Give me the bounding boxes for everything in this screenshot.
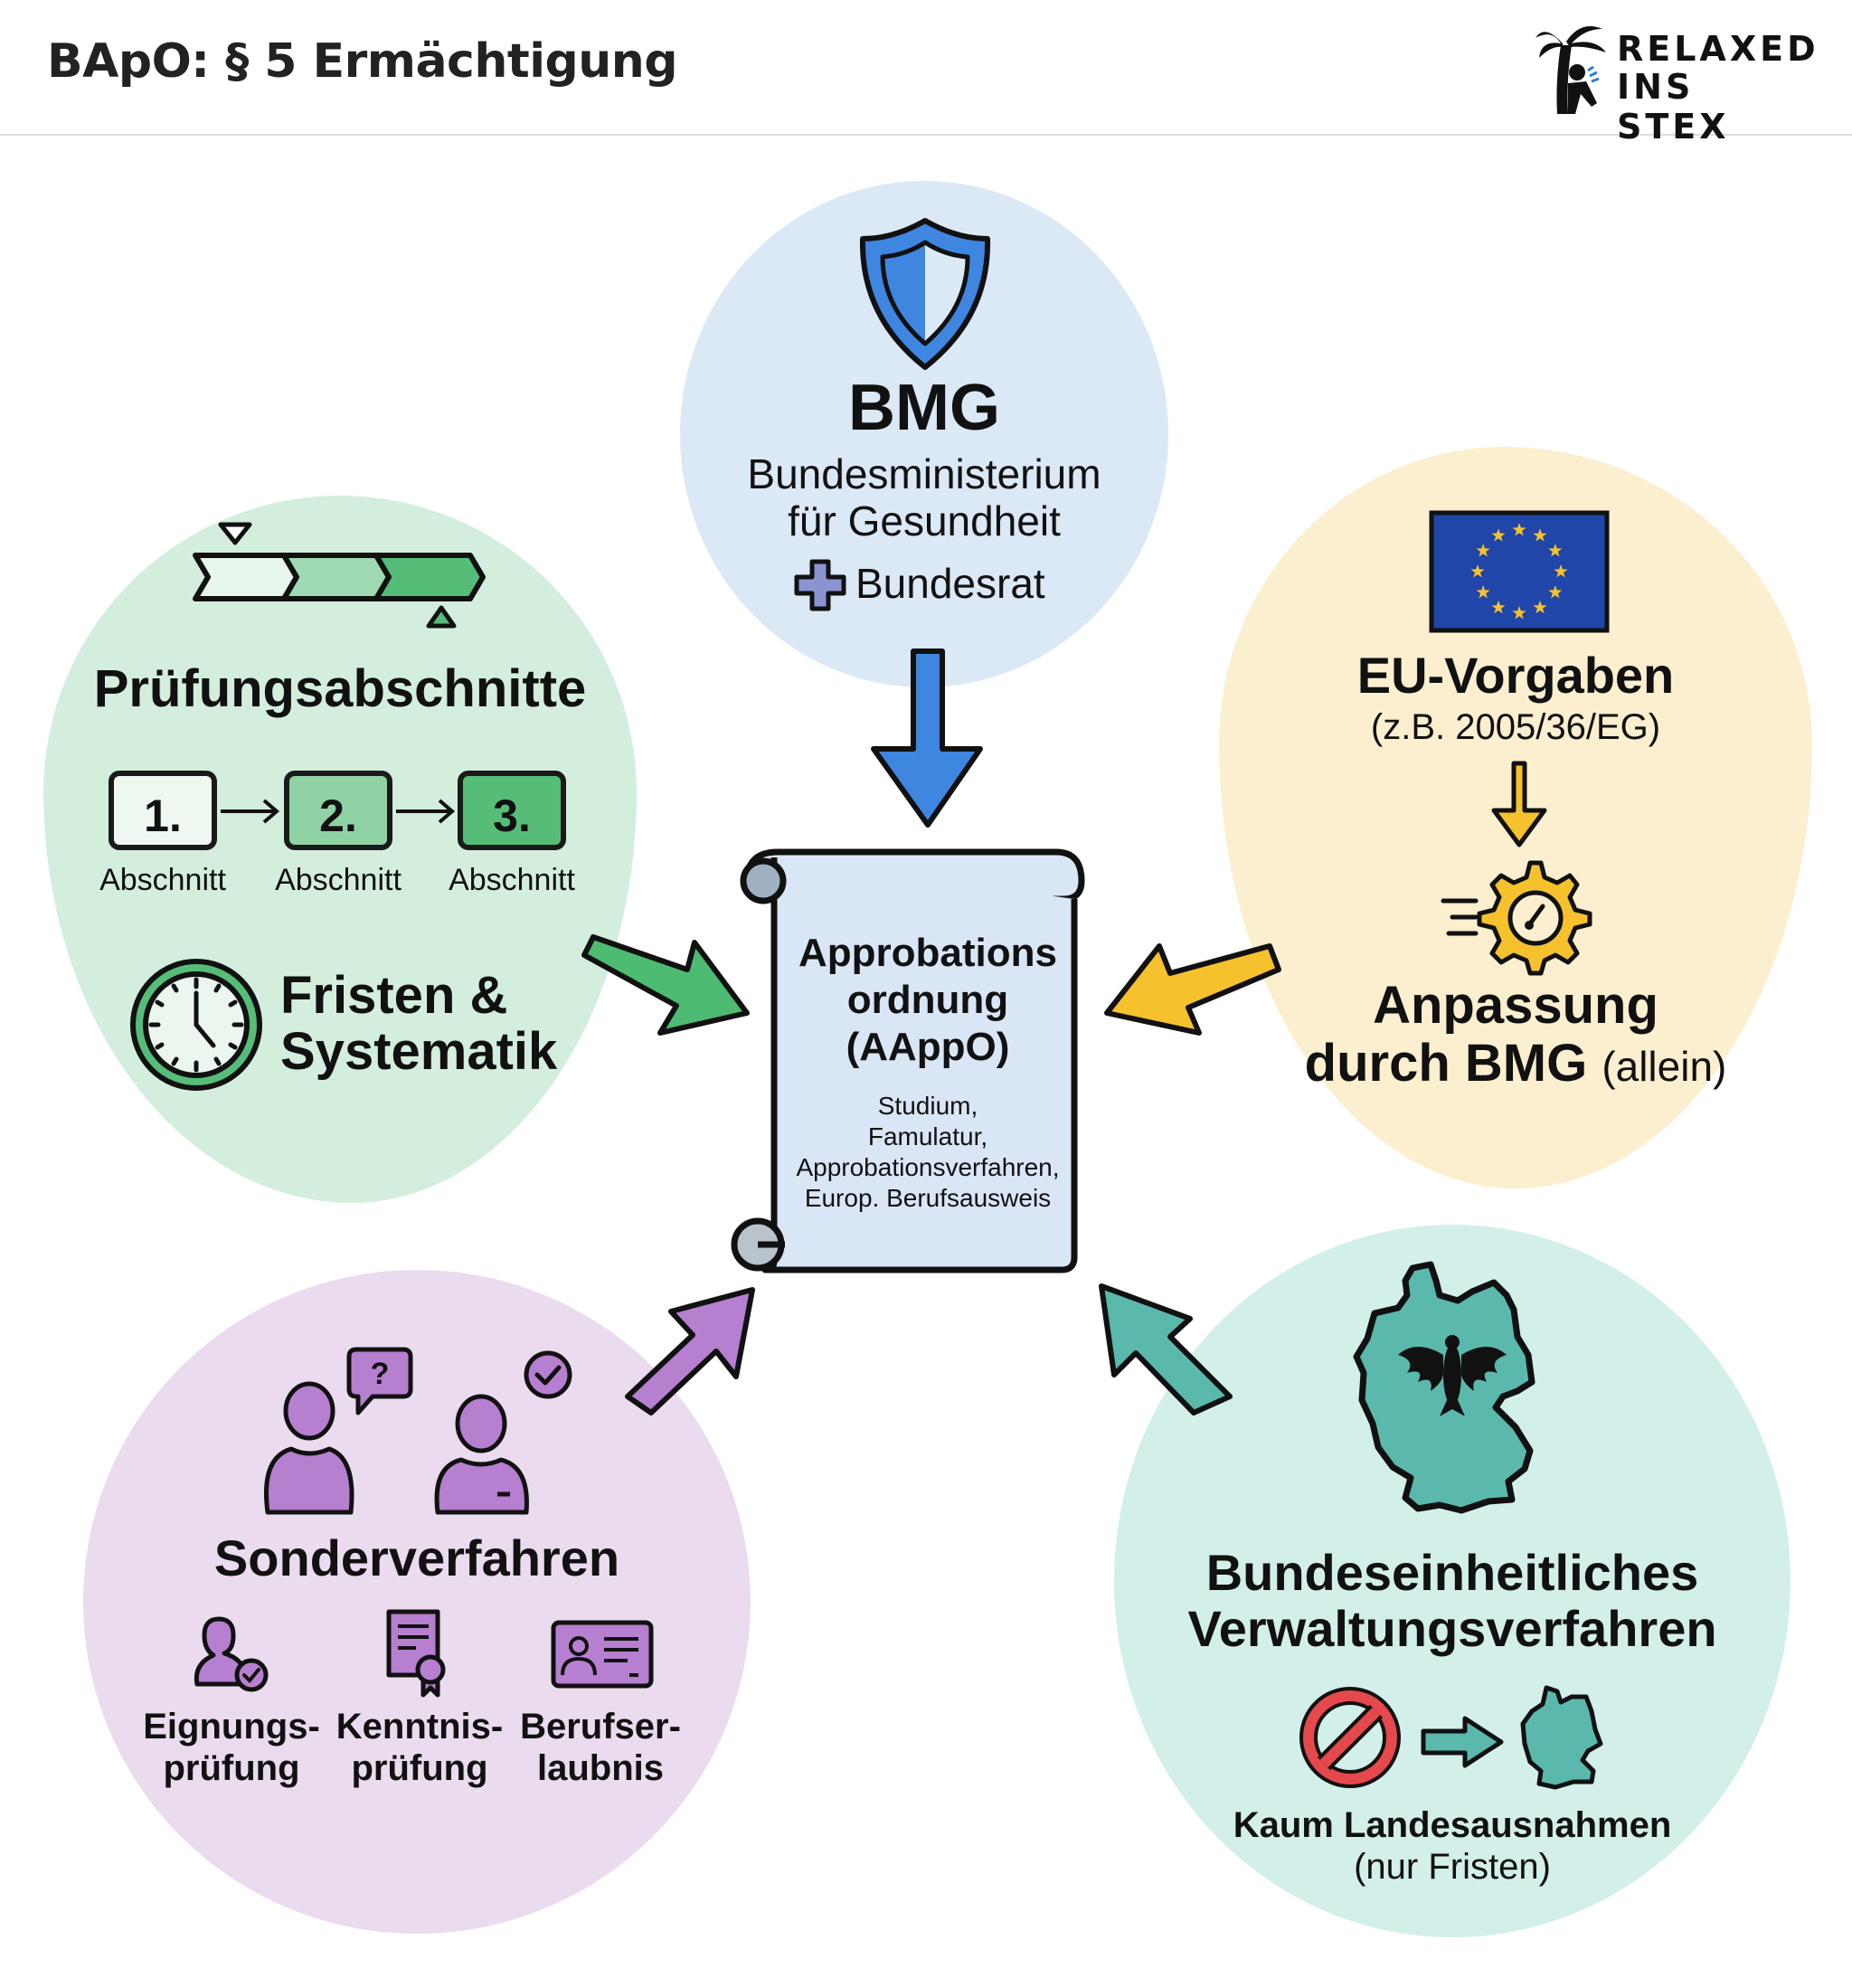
center-title: Approbations ordnung (AAppO)	[783, 930, 1072, 1071]
center-title-line-2: ordnung	[846, 978, 1009, 1022]
adaptation-line-1: Anpassung	[1373, 976, 1658, 1035]
eu-star-icon	[1512, 523, 1526, 536]
step-1-box: 1.	[109, 771, 217, 850]
step-3-label: Abschnitt	[449, 863, 575, 897]
arrow-right-icon	[1421, 1716, 1504, 1768]
special-procedures-title: Sonderverfahren	[213, 1529, 620, 1586]
center-body-line-2: Famulatur,	[867, 1122, 988, 1150]
eu-star-icon	[1491, 528, 1506, 542]
step-2-label: Abschnitt	[275, 863, 402, 897]
state-exceptions-note: (nur Fristen)	[1354, 1847, 1551, 1887]
step-3-box: 3.	[458, 771, 566, 850]
bmg-title: BMG	[848, 372, 1000, 444]
scroll-icon	[731, 848, 1085, 1273]
eu-flag-icon	[1429, 510, 1610, 633]
eu-star-icon	[1491, 600, 1506, 614]
eu-star-icon	[1548, 544, 1563, 557]
arrow-exams-to-center	[581, 934, 750, 1036]
timeline-chevrons-icon	[193, 522, 486, 629]
logo-line2: INS STEX	[1617, 67, 1730, 147]
center-body-line-3: Approbationsverfahren,	[796, 1153, 1060, 1181]
step-2-box: 2.	[284, 771, 392, 850]
center-body-line-4: Europ. Berufsausweis	[804, 1184, 1052, 1212]
knowledge-test-label: Kenntnis- prüfung	[320, 1706, 519, 1789]
header: BApO: § 5 Ermächtigung RELAXED INS STEX	[0, 0, 1852, 147]
adaptation-line-2: durch BMG (allein)	[1219, 1035, 1812, 1095]
work-permit-line-1: Berufser-	[520, 1707, 681, 1747]
shield-icon	[859, 218, 991, 370]
eu-star-icon	[1548, 585, 1563, 599]
center-body-line-1: Studium,	[877, 1092, 978, 1120]
aptitude-test-line-1: Eignungs-	[143, 1707, 320, 1747]
id-card-icon	[551, 1620, 654, 1689]
eu-star-icon	[1470, 564, 1485, 578]
page-title: BApO: § 5 Ermächtigung	[47, 34, 678, 89]
eu-star-icon	[1476, 585, 1490, 599]
person-check-icon	[194, 1616, 269, 1692]
logo-line1: RELAXED	[1617, 29, 1819, 69]
adaptation-alone: (allein)	[1602, 1043, 1727, 1090]
special-procedures-region	[83, 1270, 751, 1934]
work-permit-line-2: laubnis	[536, 1748, 665, 1788]
bmg-subtitle-line-1: Bundesministerium	[747, 450, 1101, 497]
arrow-special-to-center	[625, 1287, 755, 1415]
gear-speed-icon	[1441, 860, 1592, 976]
certificate-icon	[386, 1609, 446, 1698]
arrow-bmg-to-center	[871, 648, 983, 828]
federal-procedure-title: Bundeseinheitliches Verwaltungsverfahren	[1114, 1545, 1791, 1657]
aptitude-test-line-2: prüfung	[163, 1748, 300, 1788]
germany-map-eagle-icon	[1353, 1261, 1535, 1514]
clock-icon	[130, 959, 262, 1091]
state-exceptions-label: Kaum Landesausnahmen	[1233, 1805, 1672, 1845]
prohibited-icon	[1299, 1687, 1401, 1788]
svg-text:?: ?	[371, 1357, 390, 1391]
consultation-people-icon: ?	[263, 1347, 572, 1515]
work-permit-label: Berufser- laubnis	[501, 1706, 700, 1789]
bmg-subtitle-line-2: für Gesundheit	[788, 497, 1061, 544]
eu-star-icon	[1554, 564, 1568, 578]
eu-star-icon	[1533, 600, 1547, 614]
center-body: Studium, Famulatur, Approbationsverfahre…	[774, 1091, 1082, 1214]
federal-procedure-line-2: Verwaltungsverfahren	[1187, 1600, 1717, 1657]
step-1-label: Abschnitt	[99, 863, 226, 897]
bundesrat-label: Bundesrat	[855, 560, 1045, 607]
center-title-line-1: Approbations	[798, 931, 1057, 975]
arrow-down-icon	[1491, 761, 1547, 847]
plus-icon	[794, 559, 846, 611]
eu-subtitle: (z.B. 2005/36/EG)	[1370, 707, 1661, 747]
center-title-line-3: (AAppO)	[846, 1025, 1010, 1069]
eu-star-icon	[1476, 544, 1490, 557]
eu-star-icon	[1512, 606, 1526, 620]
germany-map-icon	[1520, 1685, 1603, 1790]
adaptation-by-bmg: durch BMG	[1304, 1034, 1588, 1093]
deadlines-label-line-2: Systematik	[280, 1022, 558, 1081]
deadlines-label-line-1: Fristen &	[280, 966, 508, 1025]
eu-title: EU-Vorgaben	[1356, 647, 1675, 704]
step-arrow-icon	[396, 799, 456, 824]
bmg-subtitle: Bundesministerium für Gesundheit	[680, 450, 1168, 544]
exam-sections-title: Prüfungsabschnitte	[93, 659, 587, 718]
adaptation-label: Anpassung durch BMG (allein)	[1219, 977, 1812, 1095]
logo: RELAXED INS STEX	[1535, 16, 1816, 147]
aptitude-test-label: Eignungs- prüfung	[132, 1706, 331, 1789]
knowledge-test-line-2: prüfung	[351, 1748, 488, 1788]
knowledge-test-line-1: Kenntnis-	[335, 1707, 504, 1747]
federal-procedure-line-1: Bundeseinheitliches	[1205, 1544, 1699, 1601]
palm-tree-reader-icon	[1535, 26, 1606, 114]
step-arrow-icon	[221, 799, 280, 824]
arrow-eu-to-center	[1104, 943, 1281, 1036]
arrow-federal-to-center	[1099, 1283, 1233, 1415]
deadlines-label: Fristen & Systematik	[280, 968, 557, 1080]
eu-star-icon	[1533, 528, 1547, 542]
